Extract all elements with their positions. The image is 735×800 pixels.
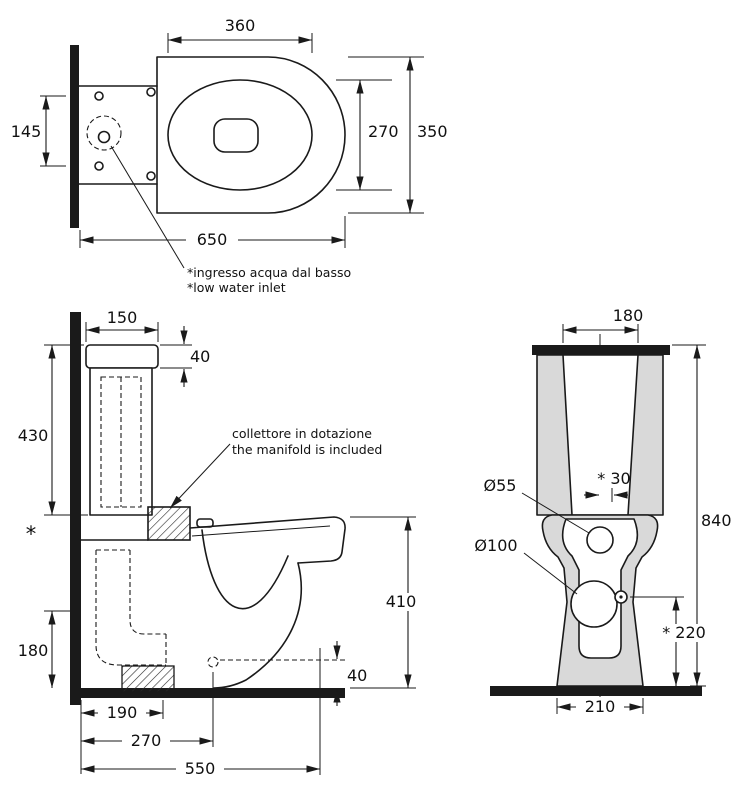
water-inlet-zone — [86, 115, 122, 151]
water-inlet-note-en: *low water inlet — [187, 280, 286, 295]
water-inlet-leader — [110, 145, 185, 269]
plan-view: 360 270 350 145 650 *ingresso acqua dal … — [11, 16, 448, 295]
dim-bowl-inner-depth: 270 — [368, 122, 399, 141]
fixing-hole — [146, 171, 156, 181]
hole-100 — [570, 580, 618, 628]
outlet-mark — [207, 656, 219, 668]
bowl-rim-inner — [167, 79, 313, 191]
dim-hole-height: * 220 — [662, 623, 706, 642]
wall-side — [70, 312, 81, 705]
drain-block — [121, 665, 175, 693]
wall-plan — [70, 45, 79, 228]
dim-outlet-distance: 270 — [131, 731, 162, 750]
manifold-note-en: the manifold is included — [232, 442, 382, 457]
dim-seat-width: 360 — [225, 16, 256, 35]
dim-tank-top-width: 180 — [613, 306, 644, 325]
dim-seat-height: 410 — [386, 592, 417, 611]
bowl-interior — [201, 529, 289, 610]
bowl-front-profile — [213, 562, 302, 689]
floor-side — [70, 688, 345, 698]
dim-drain-distance: 190 — [107, 703, 138, 722]
dim-base-width: 210 — [585, 697, 616, 716]
fixing-hole — [146, 87, 156, 97]
tank-lid-front — [532, 345, 670, 355]
inlet-pipe-hidden — [95, 550, 166, 666]
bowl-plan-outline — [156, 56, 346, 214]
dim-holes-spacing: 145 — [11, 122, 42, 141]
water-inlet-hole — [97, 130, 111, 144]
front-view: 180 * 30 840 * 220 210 Ø55 Ø100 — [474, 306, 731, 716]
drain-opening — [213, 118, 259, 153]
tank-face-panel — [562, 354, 639, 516]
dim-tank-depth: 150 — [107, 308, 138, 327]
dim-lid-height: 40 — [190, 347, 210, 366]
dim-tank-height: 430 — [18, 426, 49, 445]
fixing-hole — [94, 91, 104, 101]
seat-rim-profile — [189, 516, 346, 564]
dim-total-height: 840 — [701, 511, 732, 530]
floor-front — [490, 686, 702, 696]
dim-total-depth: 650 — [197, 230, 228, 249]
tank-plan-outline — [78, 85, 158, 185]
dim-total-width: 350 — [417, 122, 448, 141]
dim-outlet-height: 40 — [347, 666, 367, 685]
dim-inlet-offset: * 30 — [597, 469, 630, 488]
dim-inlet-height: 180 — [18, 641, 49, 660]
manifold-note-it: collettore in dotazione — [232, 426, 372, 441]
hole-55 — [586, 526, 614, 554]
label-hole-100: Ø100 — [474, 536, 517, 555]
label-hole-55: Ø55 — [484, 476, 517, 495]
water-inlet-note-it: *ingresso acqua dal basso — [187, 265, 351, 280]
side-view: 150 40 430 * 180 410 40 190 270 55 — [18, 308, 419, 778]
manifold-block — [147, 506, 191, 541]
inlet-asterisk: * — [26, 522, 37, 546]
dim-overall-depth: 550 — [185, 759, 216, 778]
fixing-hole — [94, 161, 104, 171]
tank-lid-side — [85, 344, 159, 369]
